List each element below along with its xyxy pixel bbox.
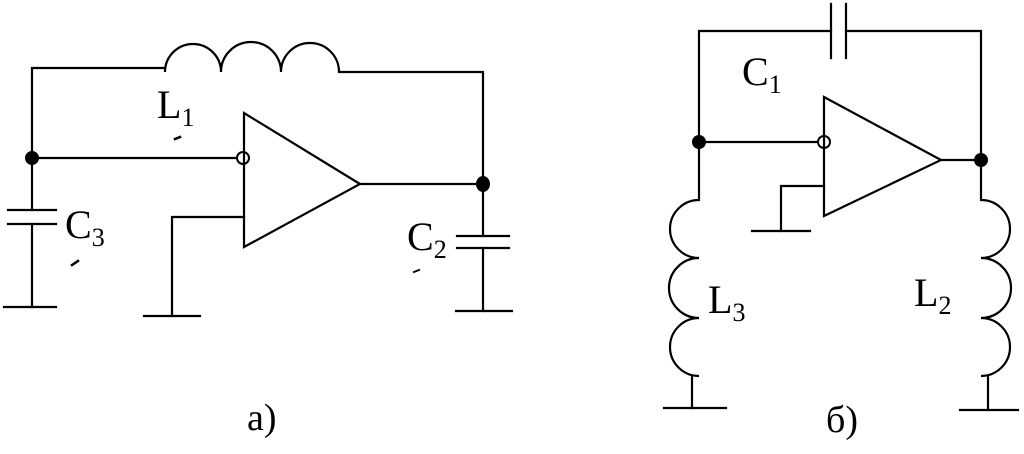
b-caption: б) [826, 399, 858, 441]
a-amp-ground-wire [170, 215, 246, 318]
b-label-c1: C1 [742, 49, 782, 99]
b-junction-left [692, 135, 706, 149]
b-amp-ground-wire [779, 184, 826, 233]
b-inductor-l3 [667, 198, 700, 378]
a-label-c2: C2 [407, 214, 447, 264]
circuit-a: L1 C3 C2 а) [2, 40, 514, 439]
b-amplifier [822, 95, 944, 218]
b-top-wire-left [697, 29, 833, 144]
a-inductor-l1 [163, 40, 341, 73]
a-capacitor-c3 [6, 208, 58, 226]
b-capacitor-c1 [829, 2, 848, 60]
a-capacitor-c2 [455, 234, 511, 250]
a-amplifier [242, 111, 363, 249]
a-top-wire-right [337, 70, 485, 186]
a-caption: а) [247, 397, 277, 439]
a-label-c3: C3 [65, 202, 105, 252]
a-junction-right [476, 176, 490, 192]
a-tick-l1 [173, 135, 182, 141]
a-tick-c2 [412, 268, 421, 274]
a-tick-c3 [70, 259, 80, 267]
b-inductor-l2 [980, 198, 1013, 378]
circuit-b: C1 L3 L2 б) [662, 2, 1020, 441]
a-label-l1: L1 [157, 82, 194, 132]
b-label-l3: L3 [708, 277, 745, 327]
a-junction-left [25, 151, 39, 165]
a-top-wire-left [30, 66, 167, 160]
b-label-l2: L2 [914, 270, 951, 320]
b-junction-right [974, 153, 988, 167]
b-top-wire-right [844, 29, 983, 162]
